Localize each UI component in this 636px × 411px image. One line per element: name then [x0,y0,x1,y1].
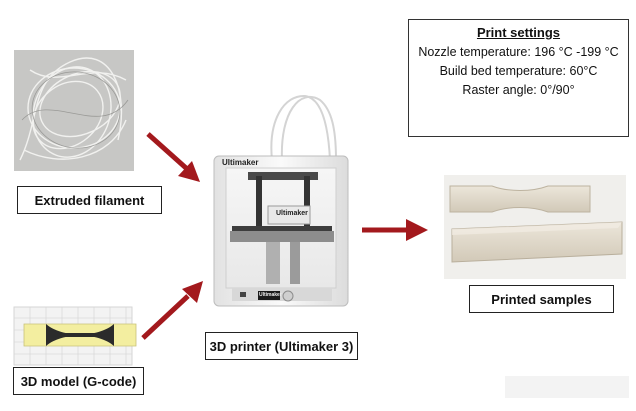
nozzle-temperature: Nozzle temperature: 196 °C -199 °C [418,45,619,59]
print-settings-title: Print settings [476,25,561,40]
model-panel [13,306,137,366]
watermark-area [505,376,629,398]
build-bed-temperature: Build bed temperature: 60°C [439,64,598,78]
filament-photo [14,50,134,171]
dogbone-sample [449,185,591,213]
printer-brand-top: Ultimaker [222,158,259,167]
filament-coils [19,57,127,161]
printer-dial [282,290,294,302]
samples-photo [444,175,626,279]
arrows [141,132,428,340]
build-plate [232,226,332,231]
filament-label: Extruded filament [17,186,162,214]
printer-brand-head: Ultimaker [276,210,308,217]
printer-display [258,291,280,300]
printer-gantry [248,172,318,180]
print-head [267,205,311,225]
printer-illustration [213,94,349,307]
arrow-printer-to-samples [362,219,428,241]
model-label: 3D model (G-code) [13,367,144,395]
samples-label: Printed samples [469,285,614,313]
printer-brand-display: Ultimaker [259,292,282,298]
raster-angle: Raster angle: 0°/90° [462,83,575,97]
arrow-model-to-printer [141,281,203,340]
arrow-filament-to-printer [146,132,200,182]
print-settings-box: Print settings Nozzle temperature: 196 °… [408,19,629,137]
printer-label: 3D printer (Ultimaker 3) [205,332,358,360]
filament-tube-left [270,94,331,161]
filament-tube-right [280,95,337,161]
